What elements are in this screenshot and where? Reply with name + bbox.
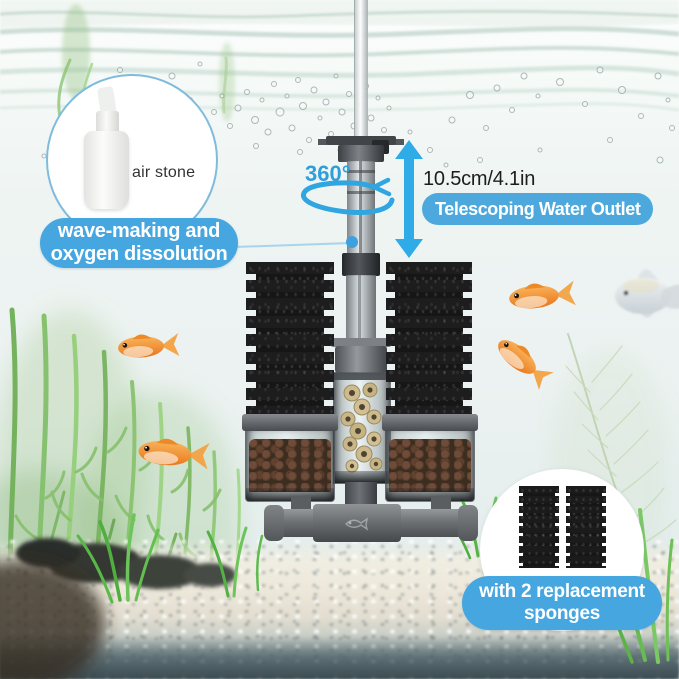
t-pipe-cap-left bbox=[264, 505, 284, 541]
chamber-bottom-band bbox=[334, 471, 390, 483]
canister-foot bbox=[386, 488, 474, 501]
t-pipe-center-block bbox=[313, 504, 401, 542]
outlet-height-label: 10.5cm/4.1in bbox=[423, 168, 536, 190]
bio-balls bbox=[249, 439, 331, 492]
tube-joint-dark bbox=[342, 253, 380, 276]
canister-glass bbox=[245, 429, 335, 502]
chamber-top-band bbox=[334, 373, 390, 380]
canister-foot bbox=[246, 488, 334, 501]
telescoping-outlet-badge: Telescoping Water Outlet bbox=[422, 193, 654, 225]
sponge-left bbox=[246, 262, 334, 418]
media-canister-left bbox=[242, 414, 338, 502]
air-stone-neck bbox=[96, 111, 119, 135]
mount-bracket-plate bbox=[326, 136, 396, 145]
brand-fish-logo-icon bbox=[344, 517, 369, 531]
filter-cap bbox=[338, 145, 384, 162]
wave-making-callout: wave-making and oxygen dissolution bbox=[40, 218, 238, 268]
chamber-outlet-stub bbox=[345, 482, 377, 508]
media-canister-right bbox=[382, 414, 478, 502]
tube-mid-section bbox=[346, 275, 376, 341]
ceramic-rings bbox=[340, 382, 383, 473]
bio-balls bbox=[389, 439, 471, 492]
air-stone-icon bbox=[84, 131, 129, 209]
canister-glass bbox=[385, 429, 475, 502]
rotation-label: 360° bbox=[305, 161, 351, 186]
canister-rim bbox=[382, 414, 478, 431]
tube-collar-flange bbox=[331, 338, 391, 347]
sponge-right bbox=[386, 262, 472, 418]
wave-making-line1: wave-making and bbox=[57, 220, 221, 242]
tube-collar bbox=[335, 346, 387, 373]
wave-making-line2: oxygen dissolution bbox=[50, 243, 228, 265]
mount-bracket-wing bbox=[318, 139, 327, 145]
air-stone-label: air stone bbox=[132, 164, 196, 181]
canister-rim bbox=[242, 414, 338, 431]
